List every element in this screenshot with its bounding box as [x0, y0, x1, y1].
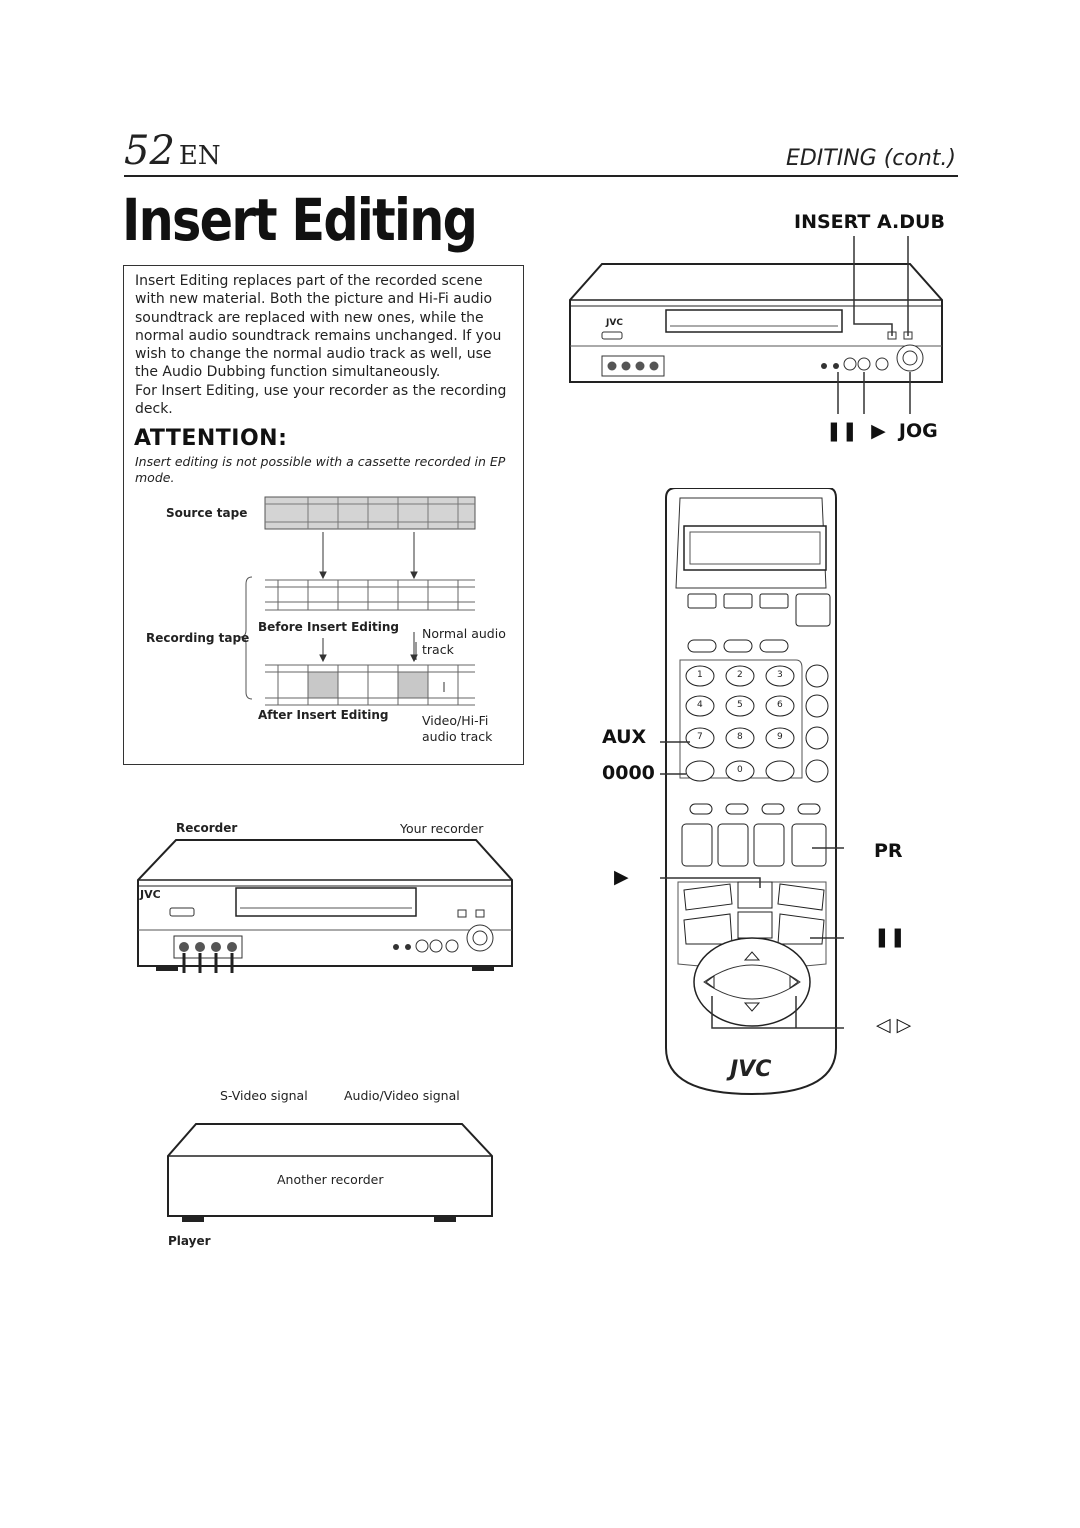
- your-recorder-label: Your recorder: [400, 821, 484, 836]
- header-rule: [124, 175, 958, 177]
- vcr-brand: JVC: [606, 318, 623, 328]
- remote-digit-2: 2: [737, 670, 743, 680]
- pause-play-jog-callout: ❚❚ ▶ JOG: [826, 420, 938, 442]
- remote-brand: JVC: [730, 1057, 772, 1082]
- before-insert-label: Before Insert Editing: [258, 620, 399, 634]
- video-hifi-label: Video/Hi-Fi: [422, 713, 489, 728]
- attention-text: Insert editing is not possible with a ca…: [135, 454, 506, 485]
- info-box: [123, 265, 524, 765]
- intro-paragraph-2: For Insert Editing, use your recorder as…: [135, 382, 507, 418]
- remote-digit-6: 6: [777, 700, 783, 710]
- video-hifi-label-2: audio track: [422, 729, 493, 744]
- remote-control: [660, 488, 844, 1096]
- page-title: Insert Editing: [122, 186, 478, 254]
- recorder-brand: JVC: [140, 888, 161, 901]
- attention-heading: ATTENTION:: [134, 426, 288, 451]
- remote-digit-3: 3: [777, 670, 783, 680]
- player-label: Player: [168, 1234, 211, 1248]
- remote-digit-9: 9: [777, 732, 783, 742]
- pr-callout: PR: [874, 840, 903, 862]
- remote-digit-5: 5: [737, 700, 743, 710]
- remote-digit-0: 0: [737, 765, 743, 775]
- recorder-label: Recorder: [176, 821, 238, 835]
- zeros-callout: 0000: [602, 762, 655, 784]
- remote-digit-7: 7: [697, 732, 703, 742]
- arrows-callout: ◁ ▷: [876, 1014, 912, 1036]
- insert-adub-callout: INSERT A.DUB: [794, 211, 945, 233]
- vcr-front-illustration: [569, 236, 943, 414]
- tape-diagram: [240, 496, 476, 706]
- av-label: Audio/Video signal: [344, 1088, 460, 1103]
- remote-digit-8: 8: [737, 732, 743, 742]
- intro-text: Insert Editing replaces part of the reco…: [135, 272, 515, 418]
- pause-callout: ❚❚: [874, 926, 906, 948]
- svideo-label: S-Video signal: [220, 1088, 308, 1103]
- remote-digit-4: 4: [697, 700, 703, 710]
- recorder-illustration: [137, 839, 513, 973]
- remote-digit-1: 1: [697, 670, 703, 680]
- another-recorder-label: Another recorder: [277, 1172, 384, 1187]
- recording-tape-label: Recording tape: [146, 631, 250, 645]
- player-illustration: [167, 1123, 493, 1222]
- after-insert-label: After Insert Editing: [258, 708, 389, 722]
- normal-audio-label: Normal audio: [422, 626, 506, 641]
- normal-audio-label-2: track: [422, 642, 454, 657]
- aux-callout: AUX: [602, 726, 647, 748]
- section-title: EDITING (cont.): [785, 146, 956, 171]
- source-tape-label: Source tape: [166, 506, 248, 520]
- play-callout: ▶: [614, 866, 629, 888]
- intro-paragraph-1: Insert Editing replaces part of the reco…: [135, 273, 502, 381]
